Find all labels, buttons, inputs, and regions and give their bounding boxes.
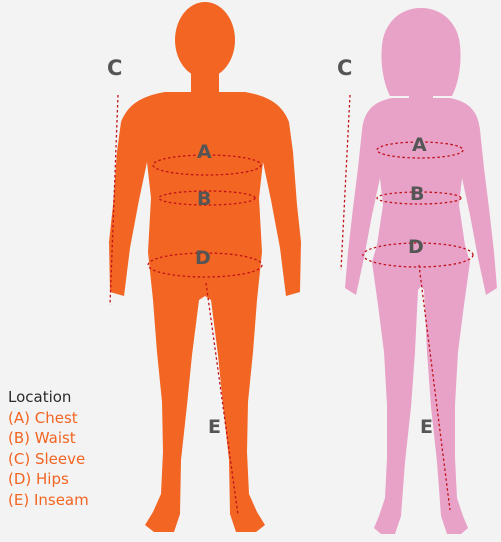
legend-item-sleeve: (C) Sleeve	[8, 449, 89, 470]
legend-item-inseam: (E) Inseam	[8, 490, 89, 511]
female-label-a: A	[412, 134, 427, 156]
legend-item-waist: (B) Waist	[8, 428, 89, 449]
male-neck	[191, 68, 219, 96]
male-label-e: E	[208, 416, 221, 438]
female-label-b: B	[410, 183, 424, 205]
male-label-c: C	[107, 56, 122, 80]
female-label-e: E	[420, 416, 433, 438]
legend-item-chest: (A) Chest	[8, 408, 89, 429]
legend-heading: Location	[8, 387, 89, 408]
legend-item-hips: (D) Hips	[8, 469, 89, 490]
male-label-b: B	[197, 188, 211, 210]
male-label-a: A	[197, 141, 212, 163]
legend: Location (A) Chest (B) Waist (C) Sleeve …	[8, 387, 89, 510]
male-head	[175, 2, 235, 78]
female-figure	[345, 8, 497, 534]
female-sleeve-line	[341, 95, 350, 270]
female-label-d: D	[408, 236, 424, 258]
female-label-c: C	[337, 56, 352, 80]
male-label-d: D	[195, 247, 211, 269]
female-body	[345, 98, 497, 534]
